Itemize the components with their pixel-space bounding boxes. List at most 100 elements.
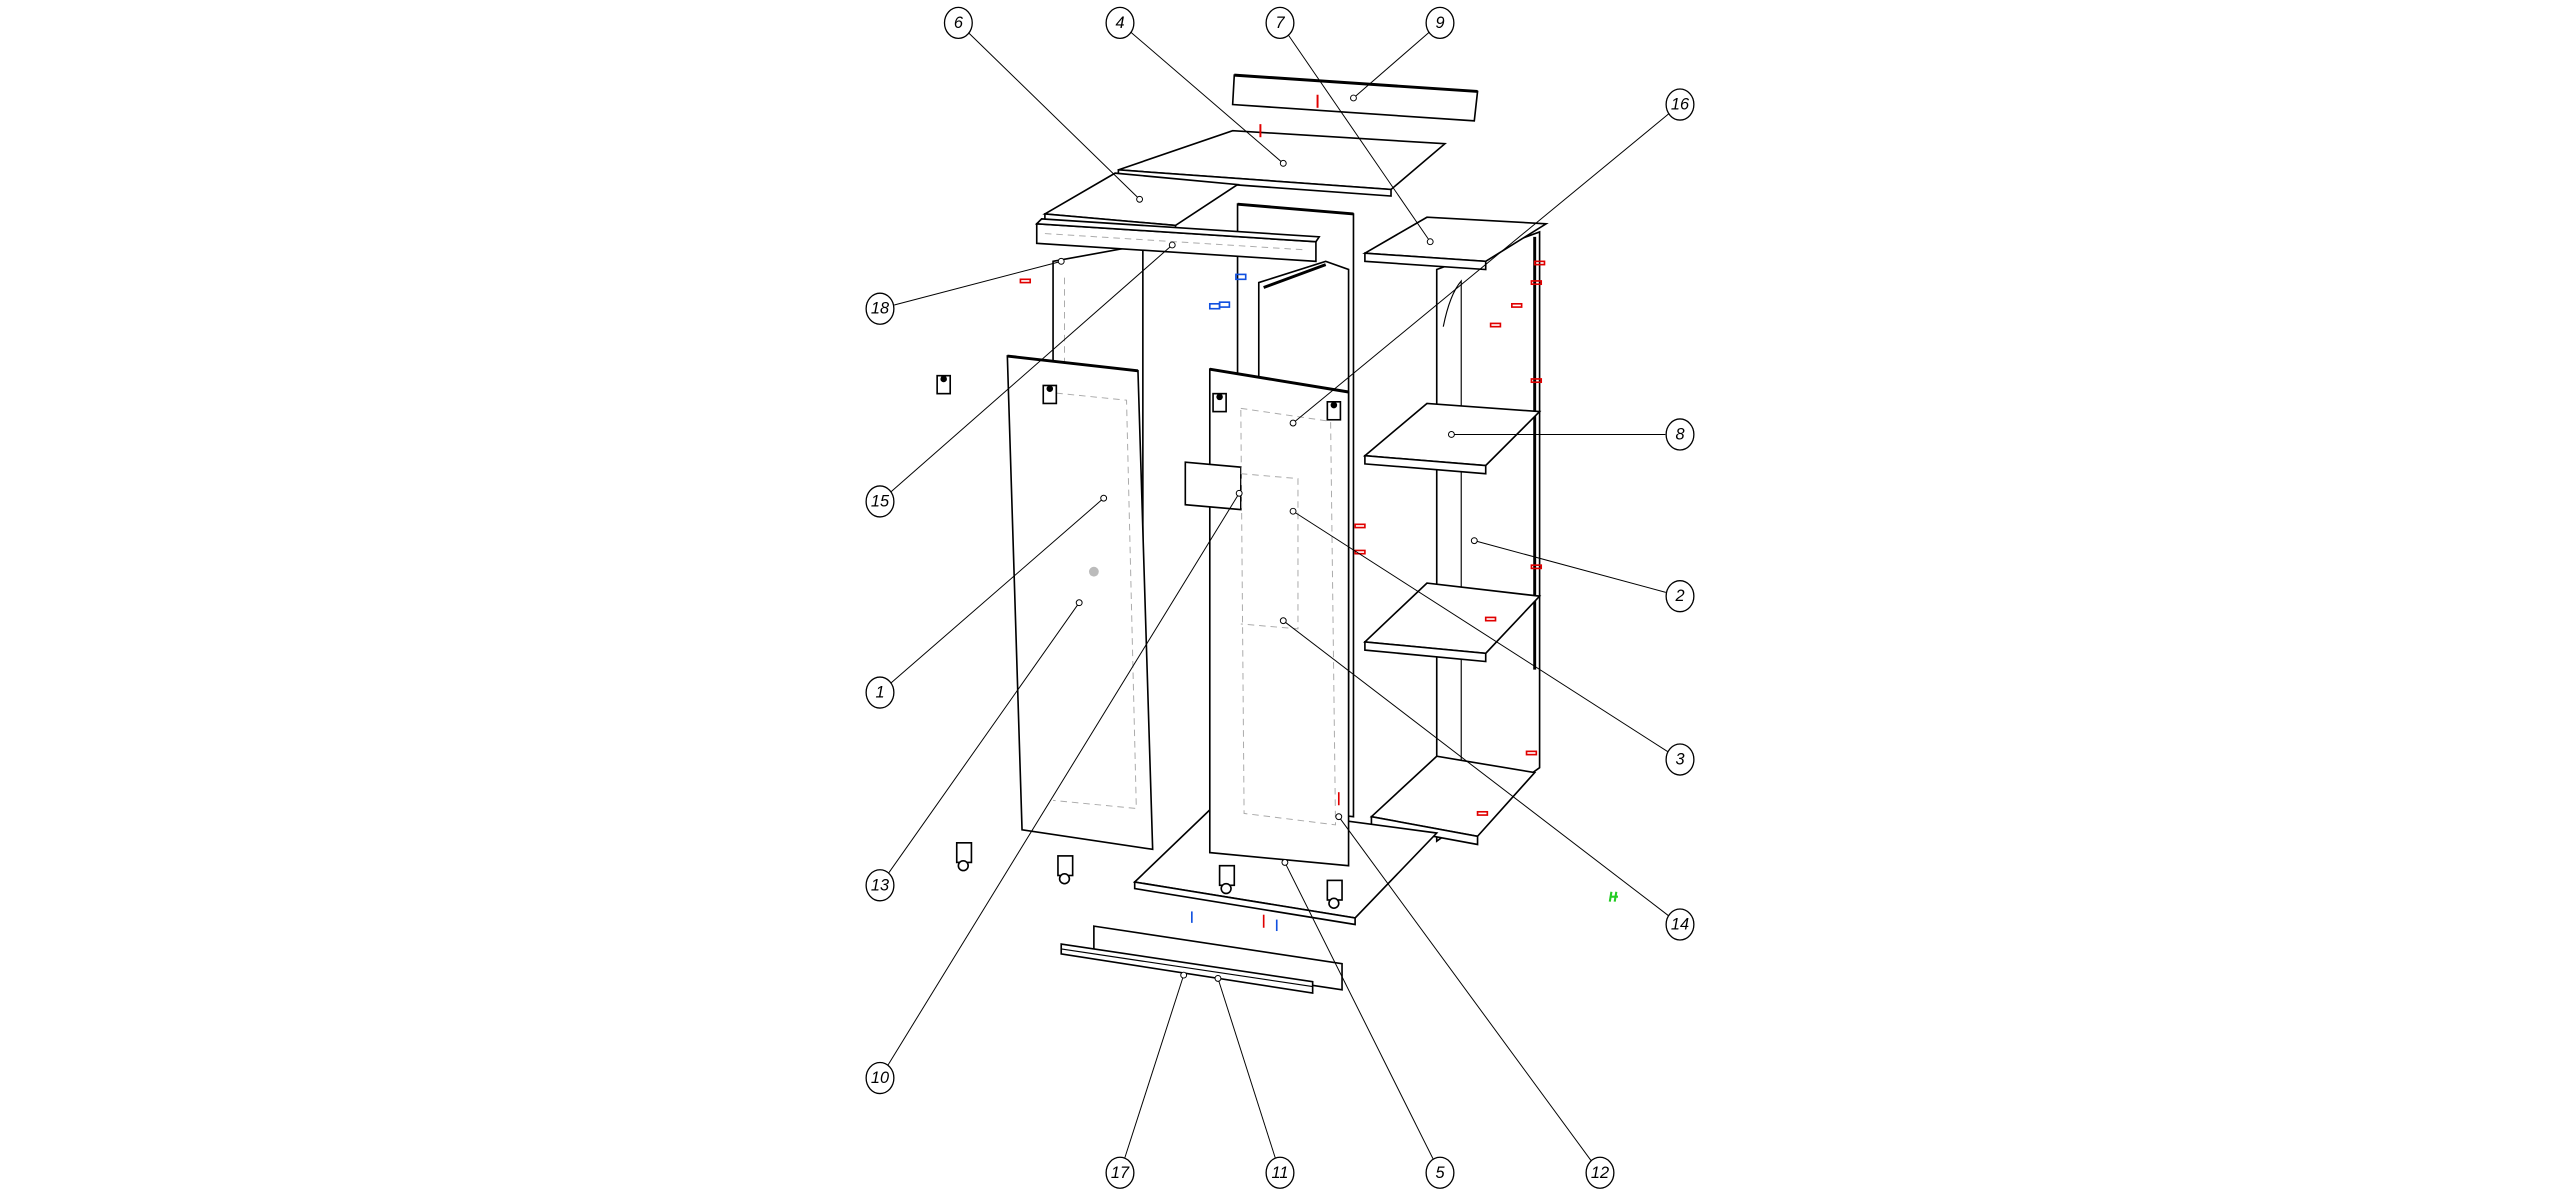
leader-line	[1353, 32, 1430, 99]
callout-number: 17	[1111, 1164, 1130, 1182]
callout-number: 1	[875, 684, 884, 702]
leader-line	[890, 497, 1104, 684]
leader-dot	[1075, 599, 1083, 607]
callout-bubble	[1585, 1156, 1615, 1189]
top-rail	[1034, 218, 1321, 263]
callout-number: 5	[1435, 1164, 1445, 1182]
leader-line	[1284, 862, 1434, 1160]
leader-dot	[1100, 494, 1108, 502]
callout-4: 4	[1105, 6, 1287, 167]
callout-number: 16	[1671, 96, 1690, 114]
leader-dot	[1289, 419, 1297, 427]
leader-line	[887, 493, 1240, 1066]
callout-number: 3	[1675, 751, 1684, 769]
leader-line	[1292, 113, 1669, 424]
callout-12: 12	[1335, 813, 1615, 1189]
callout-13: 13	[865, 599, 1083, 902]
callout-bubble	[1425, 1156, 1455, 1189]
leader-line	[1217, 978, 1276, 1159]
callout-16: 16	[1289, 88, 1695, 427]
leader-dot	[1448, 431, 1455, 438]
leader-dot	[1235, 489, 1243, 497]
callout-bubble	[1425, 6, 1455, 40]
callout-9: 9	[1350, 6, 1455, 102]
callout-bubble	[1665, 418, 1695, 451]
right-door	[1184, 367, 1350, 867]
callout-number: 2	[1674, 587, 1684, 605]
leader-line	[1124, 974, 1185, 1159]
leader-dot	[1470, 537, 1478, 545]
callout-17: 17	[1105, 971, 1188, 1189]
callout-15: 15	[865, 241, 1176, 518]
hinge-icon	[936, 374, 952, 395]
leader-line	[888, 602, 1080, 874]
hinge-icon	[1326, 400, 1342, 421]
leader-dot	[1180, 971, 1188, 979]
callout-number: 4	[1115, 14, 1124, 32]
callout-bubble	[1105, 6, 1135, 40]
leader-line	[1292, 510, 1668, 752]
callout-7: 7	[1265, 6, 1434, 246]
callout-number: 12	[1591, 1164, 1609, 1182]
callout-bubble	[1665, 580, 1695, 613]
leader-line	[968, 32, 1140, 200]
green-marker	[1608, 891, 1618, 902]
shelf-bottom-right	[1369, 755, 1537, 846]
callout-11: 11	[1214, 974, 1295, 1189]
callout-number: 9	[1435, 14, 1444, 32]
callout-bubble	[1265, 6, 1295, 40]
leader-dot	[1281, 858, 1289, 866]
callout-bubble	[865, 676, 895, 709]
callout-number: 15	[871, 492, 890, 510]
callout-6: 6	[943, 6, 1144, 203]
callout-number: 13	[871, 876, 889, 894]
leader-dot	[1350, 94, 1357, 102]
hinge-icon	[1212, 392, 1227, 413]
fastener-marks	[1019, 260, 1546, 932]
callout-bubble	[865, 292, 895, 325]
leader-dot	[1289, 507, 1297, 515]
foot-icon	[1057, 855, 1074, 885]
callout-bubble	[1105, 1156, 1135, 1189]
leader-dot	[1426, 238, 1434, 246]
leader-dot	[1214, 974, 1222, 982]
callout-bubble	[865, 1061, 895, 1095]
callout-bubble	[1665, 88, 1695, 121]
leader-line	[1130, 32, 1284, 164]
foot-icon	[955, 842, 973, 872]
callout-number: 18	[871, 300, 889, 318]
plinth	[1093, 925, 1343, 991]
leader-dot	[1057, 257, 1065, 265]
leader-line	[1474, 540, 1666, 593]
callout-number: 14	[1671, 915, 1689, 933]
foot-icon	[1326, 879, 1343, 909]
leader-dot	[1279, 159, 1287, 167]
callout-number: 8	[1675, 425, 1684, 443]
callout-1: 1	[865, 494, 1108, 709]
callout-bubble	[865, 869, 895, 902]
callout-3: 3	[1289, 507, 1695, 776]
callout-bubble	[865, 485, 895, 518]
leader-dot	[1335, 813, 1343, 821]
callout-2: 2	[1470, 537, 1695, 613]
leader-line	[1338, 816, 1592, 1162]
leader-line	[1282, 620, 1669, 916]
callout-number: 10	[871, 1069, 889, 1087]
callout-number: 7	[1275, 14, 1285, 32]
callout-bubble	[1265, 1156, 1295, 1189]
callout-18: 18	[865, 257, 1065, 325]
callout-number: 6	[954, 14, 964, 32]
callout-bubble	[1665, 908, 1695, 941]
callout-number: 11	[1272, 1164, 1289, 1182]
callout-10: 10	[865, 489, 1243, 1095]
leader-line	[1287, 34, 1431, 243]
callout-8: 8	[1448, 418, 1695, 451]
hinge-icon	[1042, 384, 1058, 405]
callout-bubble	[943, 6, 973, 40]
bottom-rail	[1060, 943, 1314, 995]
leader-dot	[1168, 241, 1176, 249]
leader-line	[894, 260, 1062, 306]
shelf-top-right	[1362, 216, 1549, 271]
